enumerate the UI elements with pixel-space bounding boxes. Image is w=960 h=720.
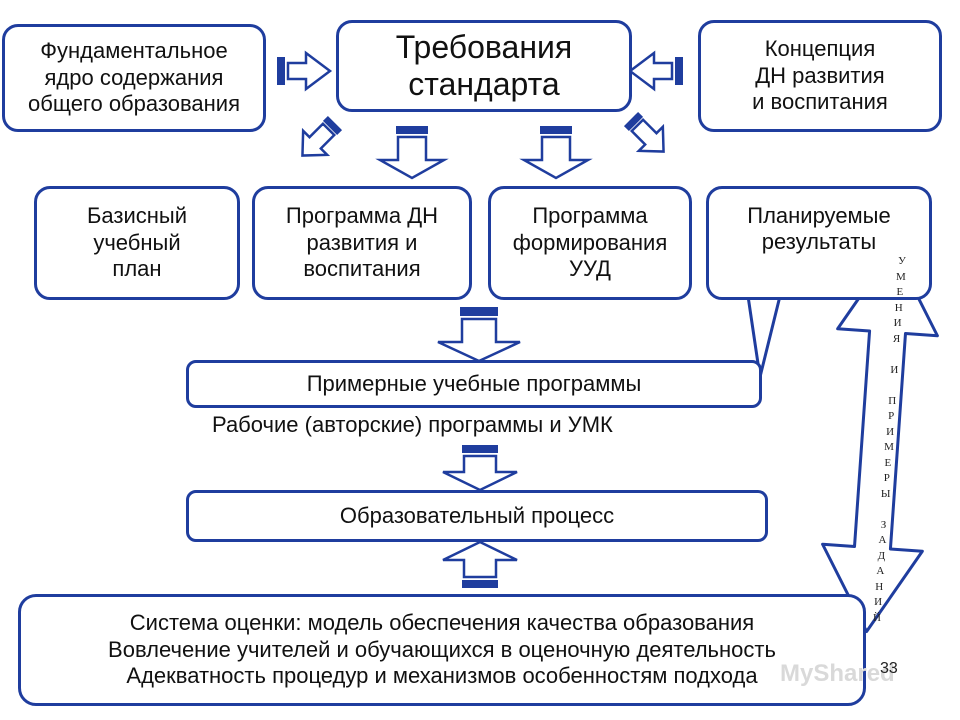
box-planned-results-label: Планируемые результаты bbox=[747, 203, 891, 255]
slide-number: 33 bbox=[880, 660, 898, 677]
vertical-label-letter: Ы bbox=[880, 487, 891, 500]
arrow-up-from-assessment bbox=[442, 540, 518, 588]
vertical-label-letter: У bbox=[898, 255, 906, 267]
box-assessment-system-label: Система оценки: модель обеспечения качес… bbox=[108, 610, 776, 689]
vertical-label-letter: И bbox=[893, 317, 902, 329]
vertical-label-letter: А bbox=[876, 565, 885, 577]
vertical-label-letter: Й bbox=[873, 611, 881, 624]
vertical-label-letter: Д bbox=[877, 549, 886, 562]
box-educational-process-label: Образовательный процесс bbox=[339, 502, 615, 528]
arrow-left-to-center bbox=[277, 50, 333, 92]
double-headed-arrow bbox=[821, 246, 939, 634]
vertical-label-letter: Р bbox=[888, 410, 895, 422]
arrow-down-1 bbox=[375, 126, 449, 180]
arrow-down-to-process bbox=[442, 445, 518, 492]
vertical-label-letter: И bbox=[874, 596, 883, 608]
vertical-label-letter: П bbox=[888, 394, 897, 407]
box-educational-process: Образовательный процесс bbox=[186, 490, 768, 542]
box-basic-curriculum: Базисный учебный план bbox=[34, 186, 240, 300]
box-program-uud: Программа формирования УУД bbox=[488, 186, 692, 300]
box-program-development: Программа ДН развития и воспитания bbox=[252, 186, 472, 300]
box-sample-programs: Примерные учебные программы bbox=[186, 360, 762, 408]
box-program-development-label: Программа ДН развития и воспитания bbox=[285, 203, 439, 282]
box-concept: Концепция ДН развития и воспитания bbox=[698, 20, 942, 132]
vertical-label-letter: Р bbox=[883, 472, 890, 484]
arrow-down-2 bbox=[519, 126, 593, 180]
vertical-label-letter: Е bbox=[896, 286, 904, 298]
vertical-label-letter: Е bbox=[884, 456, 892, 469]
arrow-down-to-primer bbox=[437, 307, 521, 363]
box-standard-requirements-label: Требования стандарта bbox=[395, 29, 573, 102]
vertical-label-letter: М bbox=[896, 270, 906, 283]
watermark-logo: MyShared bbox=[780, 660, 895, 687]
vertical-label-letter: Н bbox=[875, 580, 884, 593]
vertical-label-letter: А bbox=[878, 534, 887, 546]
vertical-label-letter: И bbox=[890, 363, 899, 376]
box-program-uud-label: Программа формирования УУД bbox=[512, 203, 668, 282]
vertical-label-letter: Я bbox=[892, 332, 901, 345]
vertical-label-letter: З bbox=[880, 518, 887, 531]
vertical-label-letter: И bbox=[886, 425, 895, 438]
working-programs-text: Рабочие (авторские) программы и УМК bbox=[212, 412, 613, 437]
box-sample-programs-label: Примерные учебные программы bbox=[306, 370, 642, 396]
box-basic-curriculum-label: Базисный учебный план bbox=[86, 203, 188, 282]
vertical-label-letter: М bbox=[884, 441, 894, 453]
arrow-diagonal-left bbox=[301, 115, 343, 157]
arrow-right-to-center bbox=[627, 50, 683, 92]
box-concept-label: Концепция ДН развития и воспитания bbox=[752, 36, 888, 115]
vertical-label-letter: Н bbox=[894, 301, 903, 314]
box-standard-requirements: Требования стандарта bbox=[336, 20, 632, 112]
box-planned-results: Планируемые результаты bbox=[706, 186, 932, 300]
box-fundamental-core: Фундаментальное ядро содержания общего о… bbox=[2, 24, 266, 132]
box-assessment-system: Система оценки: модель обеспечения качес… bbox=[18, 594, 866, 706]
arrow-diagonal-right bbox=[623, 111, 665, 153]
box-fundamental-core-label: Фундаментальное ядро содержания общего о… bbox=[28, 38, 240, 117]
